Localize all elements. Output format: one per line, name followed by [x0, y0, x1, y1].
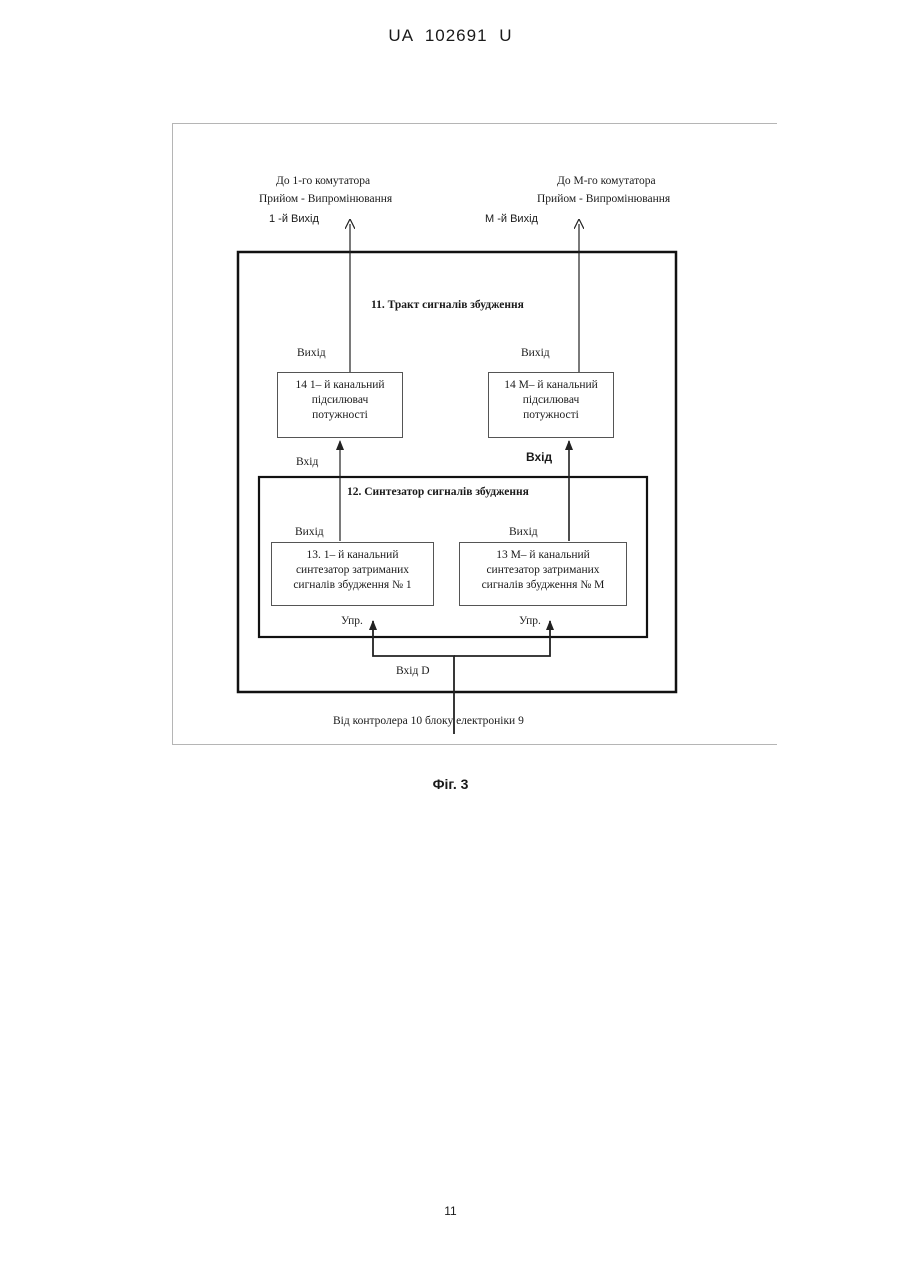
outer-box-title: 11. Тракт сигналів збудження	[371, 298, 524, 313]
outer-path-box	[238, 252, 676, 692]
synth-m-line-2: синтезатор затриманих	[460, 563, 626, 578]
amp-1-line-3: потужності	[278, 408, 402, 423]
output-m-destination: До М-го комутатора	[557, 174, 656, 189]
synth-m-line-1: 13 М– й канальний	[460, 548, 626, 563]
inner-box-title: 12. Синтезатор сигналів збудження	[347, 485, 529, 500]
amp-m-line-2: підсилювач	[489, 393, 613, 408]
synthesizer-1-block: 13. 1– й канальний синтезатор затриманих…	[271, 542, 434, 606]
amplifier-m-block: 14 М– й канальний підсилювач потужності	[488, 372, 614, 438]
input-d-label: Вхід D	[396, 664, 430, 679]
patent-header: UA 102691 U	[0, 26, 901, 46]
amp-1-input-label: Вхід	[296, 455, 318, 470]
synth-m-output-label: Вихід	[509, 525, 538, 540]
amp-m-output-label: Вихід	[521, 346, 550, 361]
page-number: 11	[0, 1204, 901, 1218]
output-1-mode: Прийом - Випромінювання	[259, 192, 392, 207]
amplifier-1-block: 14 1– й канальний підсилювач потужності	[277, 372, 403, 438]
synth-m-line-3: сигналів збудження № М	[460, 578, 626, 593]
amp-1-line-1: 14 1– й канальний	[278, 378, 402, 393]
amp-1-line-2: підсилювач	[278, 393, 402, 408]
controller-source-label: Від контролера 10 блоку електроніки 9	[333, 714, 524, 729]
synth-1-line-1: 13. 1– й канальний	[272, 548, 433, 563]
amp-1-output-label: Вихід	[297, 346, 326, 361]
figure-frame: До 1-го комутатора Прийом - Випромінюван…	[172, 123, 777, 745]
synth-1-line-3: сигналів збудження № 1	[272, 578, 433, 593]
synth-1-control-label: Упр.	[341, 614, 363, 629]
synth-m-control-label: Упр.	[519, 614, 541, 629]
diagram-lines	[173, 124, 778, 746]
amp-m-input-label: Вхід	[526, 450, 552, 465]
output-1-destination: До 1-го комутатора	[276, 174, 370, 189]
amp-m-line-3: потужності	[489, 408, 613, 423]
figure-caption: Фіг. 3	[0, 776, 901, 792]
output-1-label: 1 -й Вихід	[269, 212, 319, 227]
output-m-label: М -й Вихід	[485, 212, 538, 227]
synth-1-output-label: Вихід	[295, 525, 324, 540]
synthesizer-m-block: 13 М– й канальний синтезатор затриманих …	[459, 542, 627, 606]
output-m-mode: Прийом - Випромінювання	[537, 192, 670, 207]
amp-m-line-1: 14 М– й канальний	[489, 378, 613, 393]
synth-1-line-2: синтезатор затриманих	[272, 563, 433, 578]
